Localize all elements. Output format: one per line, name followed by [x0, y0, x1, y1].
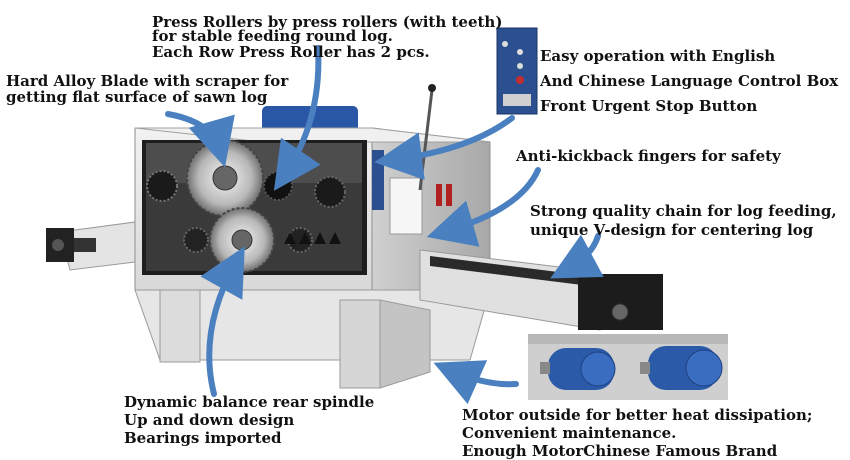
callout-motor-line-2: Convenient maintenance. [462, 424, 677, 442]
arrow-spindle [200, 246, 245, 397]
motor-left [540, 348, 616, 390]
arrow-motor [433, 360, 519, 405]
arrow-control-box [374, 115, 515, 180]
anti-kickback-fingers [284, 232, 341, 244]
side-window [389, 177, 423, 235]
callout-press-rollers: Press Rollers by press rollers (with tee… [152, 14, 502, 61]
upper-saw-blade [186, 139, 264, 217]
callout-control-box-line-3: Front Urgent Stop Button [540, 97, 758, 115]
callout-arrows [165, 45, 604, 405]
motor-photo-inset [528, 334, 728, 400]
callout-spindle-line-2: Up and down design [124, 411, 295, 429]
arrow-press-rollers [273, 45, 322, 191]
callout-spindle-line-3: Bearings imported [124, 429, 282, 447]
callout-control-box-line-1: Easy operation with English [540, 47, 776, 65]
callout-anti-kickback-line-1: Anti-kickback fingers for safety [516, 147, 781, 165]
callout-press-rollers-line-2: for stable feeding round log. [152, 27, 393, 45]
side-access-panel [372, 150, 384, 210]
motor-right [640, 346, 723, 390]
control-lever-knob [428, 84, 436, 92]
arrow-anti-kickback [426, 167, 541, 247]
callout-blade-line-1: Hard Alloy Blade with scraper for [6, 72, 289, 90]
callout-control-box-line-2: And Chinese Language Control Box [540, 72, 839, 90]
callout-spindle: Dynamic balance rear spindle Up and down… [124, 393, 374, 447]
infeed-conveyor [46, 221, 136, 271]
callout-press-rollers-line-3: Each Row Press Roller has 2 pcs. [152, 43, 430, 61]
callout-anti-kickback: Anti-kickback fingers for safety [516, 148, 781, 165]
callout-motor-line-3: Enough MotorChinese Famous Brand [462, 442, 778, 460]
callout-blade-line-2: getting flat surface of sawn log [6, 88, 268, 106]
callout-motor: Motor outside for better heat dissipatio… [462, 406, 812, 460]
callout-chain: Strong quality chain for log feeding, un… [530, 202, 837, 240]
callout-motor-line-1: Motor outside for better heat dissipatio… [462, 406, 813, 424]
callout-press-rollers-line-1: Press Rollers by press rollers (with tee… [152, 13, 503, 31]
press-rollers [146, 170, 346, 253]
callout-blade: Hard Alloy Blade with scraper for gettin… [6, 73, 288, 105]
callout-spindle-line-1: Dynamic balance rear spindle [124, 393, 375, 411]
lower-saw-blade [209, 207, 275, 273]
callout-chain-line-2: unique V-design for centering log [530, 221, 814, 239]
arrow-chain [550, 233, 604, 279]
arrow-blade [165, 111, 235, 168]
control-box [496, 27, 538, 115]
red-safety-levers [436, 184, 452, 206]
callout-chain-line-1: Strong quality chain for log feeding, [530, 202, 837, 220]
callout-control-box: Easy operation with English And Chinese … [540, 44, 838, 119]
